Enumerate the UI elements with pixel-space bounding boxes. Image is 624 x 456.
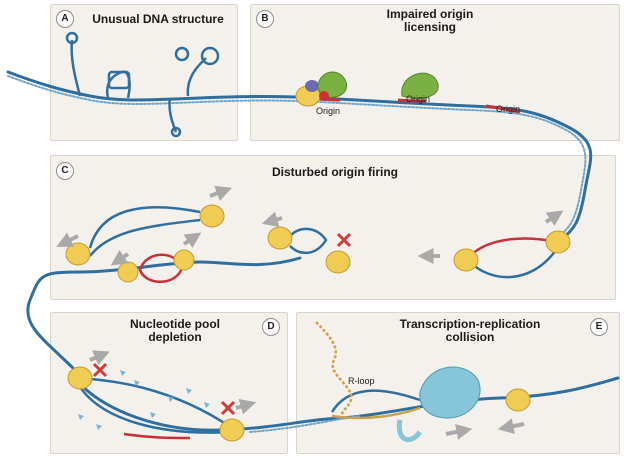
panel-d-badge: D: [262, 318, 280, 336]
origin-label-1: Origin: [316, 106, 341, 116]
panel-b: [250, 4, 620, 141]
panel-e-title-line1: Transcription-replication: [399, 317, 541, 331]
panel-d-title-line1: Nucleotide pool: [130, 317, 220, 331]
panel-b-title: Impaired origin licensing: [330, 8, 530, 34]
panel-e-title-line2: collision: [445, 330, 495, 344]
panel-e-title: Transcription-replication collision: [360, 318, 580, 344]
panel-e-badge: E: [590, 318, 608, 336]
transcription-collision: [315, 321, 481, 443]
panel-a-title: Unusual DNA structure: [92, 12, 224, 26]
helicases-panel-e: [505, 388, 531, 412]
stall-marks-d: [92, 362, 236, 416]
nucleotide-fragments: [78, 370, 210, 430]
stall-mark-c: [336, 232, 352, 248]
helicases-panel-d: [67, 366, 245, 442]
origin-firing-bubbles: [88, 205, 558, 283]
panel-c-badge: C: [56, 162, 74, 180]
hairpin-structures: [65, 31, 220, 138]
panel-d-title-line2: depletion: [148, 330, 202, 344]
panel-c-title: Disturbed origin firing: [272, 165, 398, 179]
origin-licensing: [295, 71, 521, 114]
panel-a: [50, 4, 238, 141]
fork-direction-arrows-e: [445, 418, 525, 440]
panel-b-title-line2: licensing: [403, 20, 456, 34]
panel-a-badge: A: [56, 10, 74, 28]
fork-direction-arrows-d: [89, 350, 257, 415]
panel-b-title-line1: Impaired origin: [386, 7, 474, 21]
origin-label-2: Origin: [406, 94, 431, 104]
fork-direction-arrows-c: [56, 185, 564, 266]
panel-b-badge: B: [256, 10, 274, 28]
panel-d-title: Nucleotide pool depletion: [110, 318, 240, 344]
origin-label-3: Origin: [496, 104, 521, 114]
r-loop-label: R-loop: [348, 376, 375, 386]
helicases-panel-c: [65, 204, 571, 283]
